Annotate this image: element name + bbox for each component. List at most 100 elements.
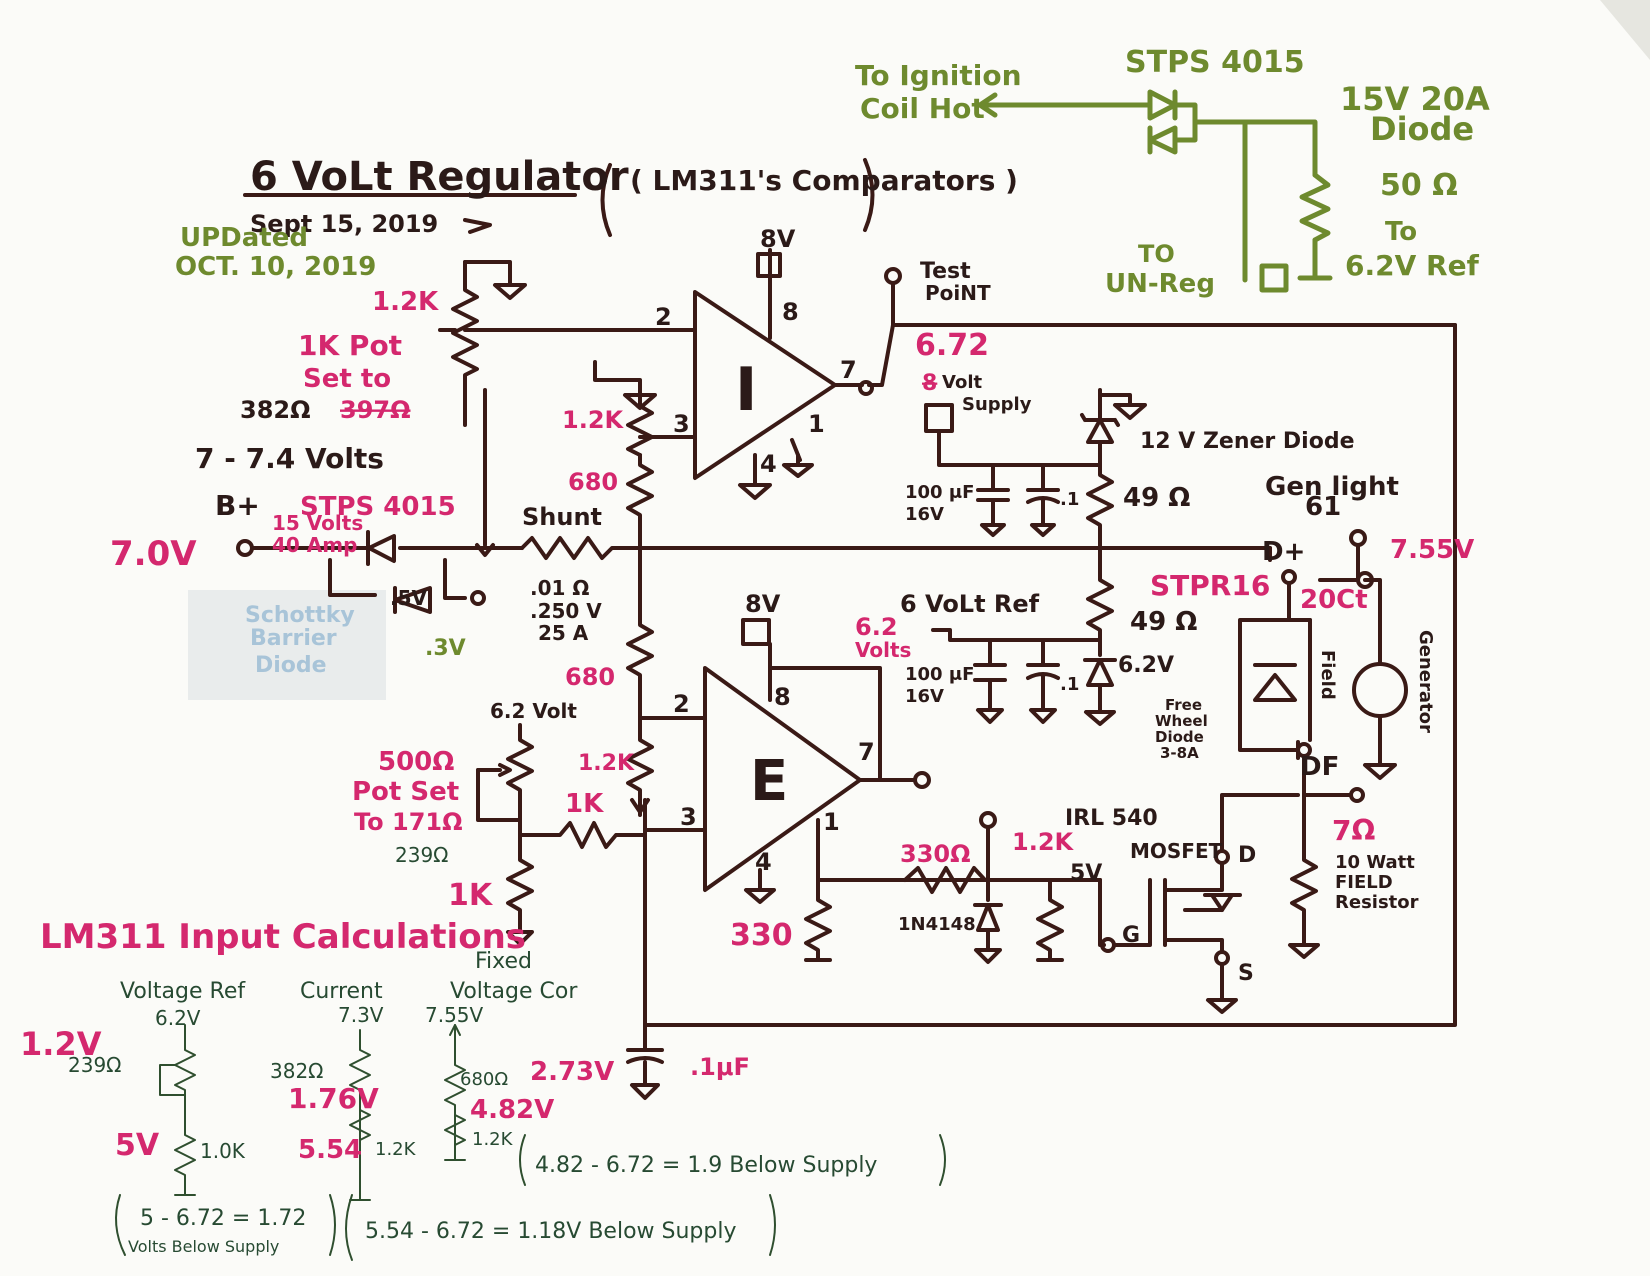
field-r-value: 7Ω [1332,814,1375,847]
freewheel-label-3: Diode [1155,728,1204,746]
diagram-title: 6 VoLt Regulator [250,154,629,200]
upper-pot-label-2: Set to [303,364,391,394]
input-drop1: .5V [390,586,428,610]
input-diode-rating-2: 40 Amp [272,533,357,557]
updated-date: OCT. 10, 2019 [175,252,376,282]
mosfet-d: D [1238,843,1256,868]
lower-cap-bottom: .1μF [690,1053,750,1081]
upper-circuit [236,248,1457,1027]
field-label: Field [1317,650,1338,700]
calc-c3-mid: 4.82V [470,1095,554,1125]
lower-r-330: 330 [730,918,793,953]
lower-comparator-label: E [750,749,788,814]
ref-label: 6 VoLt Ref [900,590,1040,618]
dplus-label: D+ [1262,537,1305,567]
calc-note3: 4.82 - 6.72 = 1.9 Below Supply [535,1153,877,1178]
upper-pot-value: 382Ω [240,396,311,424]
mosfet-r-pull: 1.2K [1012,828,1075,856]
calc-heading: LM311 Input Calculations [40,917,526,957]
to-ref-label: To [1385,217,1417,247]
calc-col3-head-2: Voltage Cor [450,979,578,1004]
volts-range-label: 7 - 7.4 Volts [195,442,384,475]
date-label: Sept 15, 2019 [250,210,438,238]
generator-voltage: 7.55V [1390,535,1474,565]
lower-r-12k: 1.2K [578,751,635,776]
comparators-label-line: ( LM311's Comparators ) [630,164,1018,197]
upper-pin3: 3 [673,410,690,438]
calc-col2-head: Current [300,979,383,1004]
mosfet-type: MOSFET [1130,839,1223,863]
field-r-label-2: FIELD [1335,872,1393,893]
upper-pin7: 7 [840,356,857,384]
calc-c3-rb: 1.2K [472,1129,514,1150]
mosfet-g: G [1122,923,1140,948]
upper-comparator-label: I [735,355,757,425]
calc-c1-v: 1.2V [20,1025,102,1063]
supply-r1: 49 Ω [1123,483,1190,513]
calc-c1-rb: 1.0K [200,1139,246,1163]
calc-c2-mid: 5.54 [298,1135,362,1165]
calc-c1-r: 239Ω [68,1053,121,1077]
mosfet-circuit [903,793,1300,1014]
supply-label: Volt [942,372,982,393]
ignition-diode-rating-2: Diode [1370,110,1474,148]
upper-pin1: 1 [808,410,825,438]
gen-light-number: 61 [1305,492,1341,522]
calc-c2-rb: 1.2K [375,1139,417,1160]
lower-pin2: 2 [673,690,690,718]
to-ref-label-2: 6.2V Ref [1345,249,1480,282]
shunt-resistance: .01 Ω [530,576,589,600]
mosfet-r-gate: 330Ω [900,840,971,868]
ref-cap1: 100 μF [905,664,974,685]
df-label: DF [1300,752,1339,782]
lower-supply-label: 8V [745,590,781,618]
lower-pot-top: 6.2 Volt [490,699,577,723]
lower-circuit [476,558,1102,1100]
field-r-label-3: Resistor [1335,892,1419,913]
shunt-voltage: .250 V [530,599,602,623]
freewheel-label: Free [1165,696,1202,714]
input-diode-part: STPS 4015 [300,492,456,522]
stpr-part: STPR16 [1150,569,1270,602]
freewheel-label-2: Wheel [1155,712,1208,730]
lower-pin3: 3 [680,803,697,831]
supply-cap1-2: 16V [905,504,944,525]
mosfet-s: S [1238,961,1254,986]
labels: 6 VoLt Regulator ( LM311's Comparators )… [20,45,1490,1256]
calculations-diagram [115,158,946,1261]
ignition-circuit [977,89,1333,293]
lower-r-bottom: 1K [448,878,494,913]
lower-pin1: 1 [823,808,840,836]
input-drop2: .3V [425,636,466,661]
ignition-diode-rating: 15V 20A [1340,80,1490,118]
schottky-label-3: Diode [255,653,327,678]
mosfet-diode: 1N4148 [898,914,976,935]
generator-label: Generator [1415,630,1436,733]
calc-note1: 5 - 6.72 = 1.72 [140,1206,306,1231]
bplus-label: B+ [215,489,260,522]
calc-col3-head: Fixed [475,949,532,974]
lower-pot-label-3: To 171Ω [354,808,463,836]
lower-pot-label-2: Pot Set [352,777,459,807]
lower-pin8: 8 [774,683,791,711]
ref-cap2: .1 [1060,674,1079,695]
zener-12v-label: 12 V Zener Diode [1140,429,1355,454]
shunt-current: 25 A [538,621,589,645]
gen-light-label: Gen light [1265,472,1399,502]
calc-c1-top: 6.2V [155,1006,201,1030]
ref-volts: 6.2 [855,613,898,641]
upper-r-top: 1.2K [372,287,439,317]
lower-pot-label: 500Ω [378,747,454,777]
schottky-note-sticker [188,590,386,700]
stpr-rating: 20Ct [1300,585,1368,615]
upper-pin4: 4 [760,450,777,478]
calc-c3-r: 680Ω [460,1069,508,1090]
calc-c3-v: 2.73V [530,1057,614,1087]
upper-r-left: 1.2K [562,406,625,434]
field-r-label: 10 Watt [1335,852,1415,873]
shunt-label: Shunt [522,503,602,531]
to-coil-label: To Ignition [855,59,1022,92]
ref-cap1-2: 16V [905,686,944,707]
supply-new-value: 6.72 [915,328,989,363]
